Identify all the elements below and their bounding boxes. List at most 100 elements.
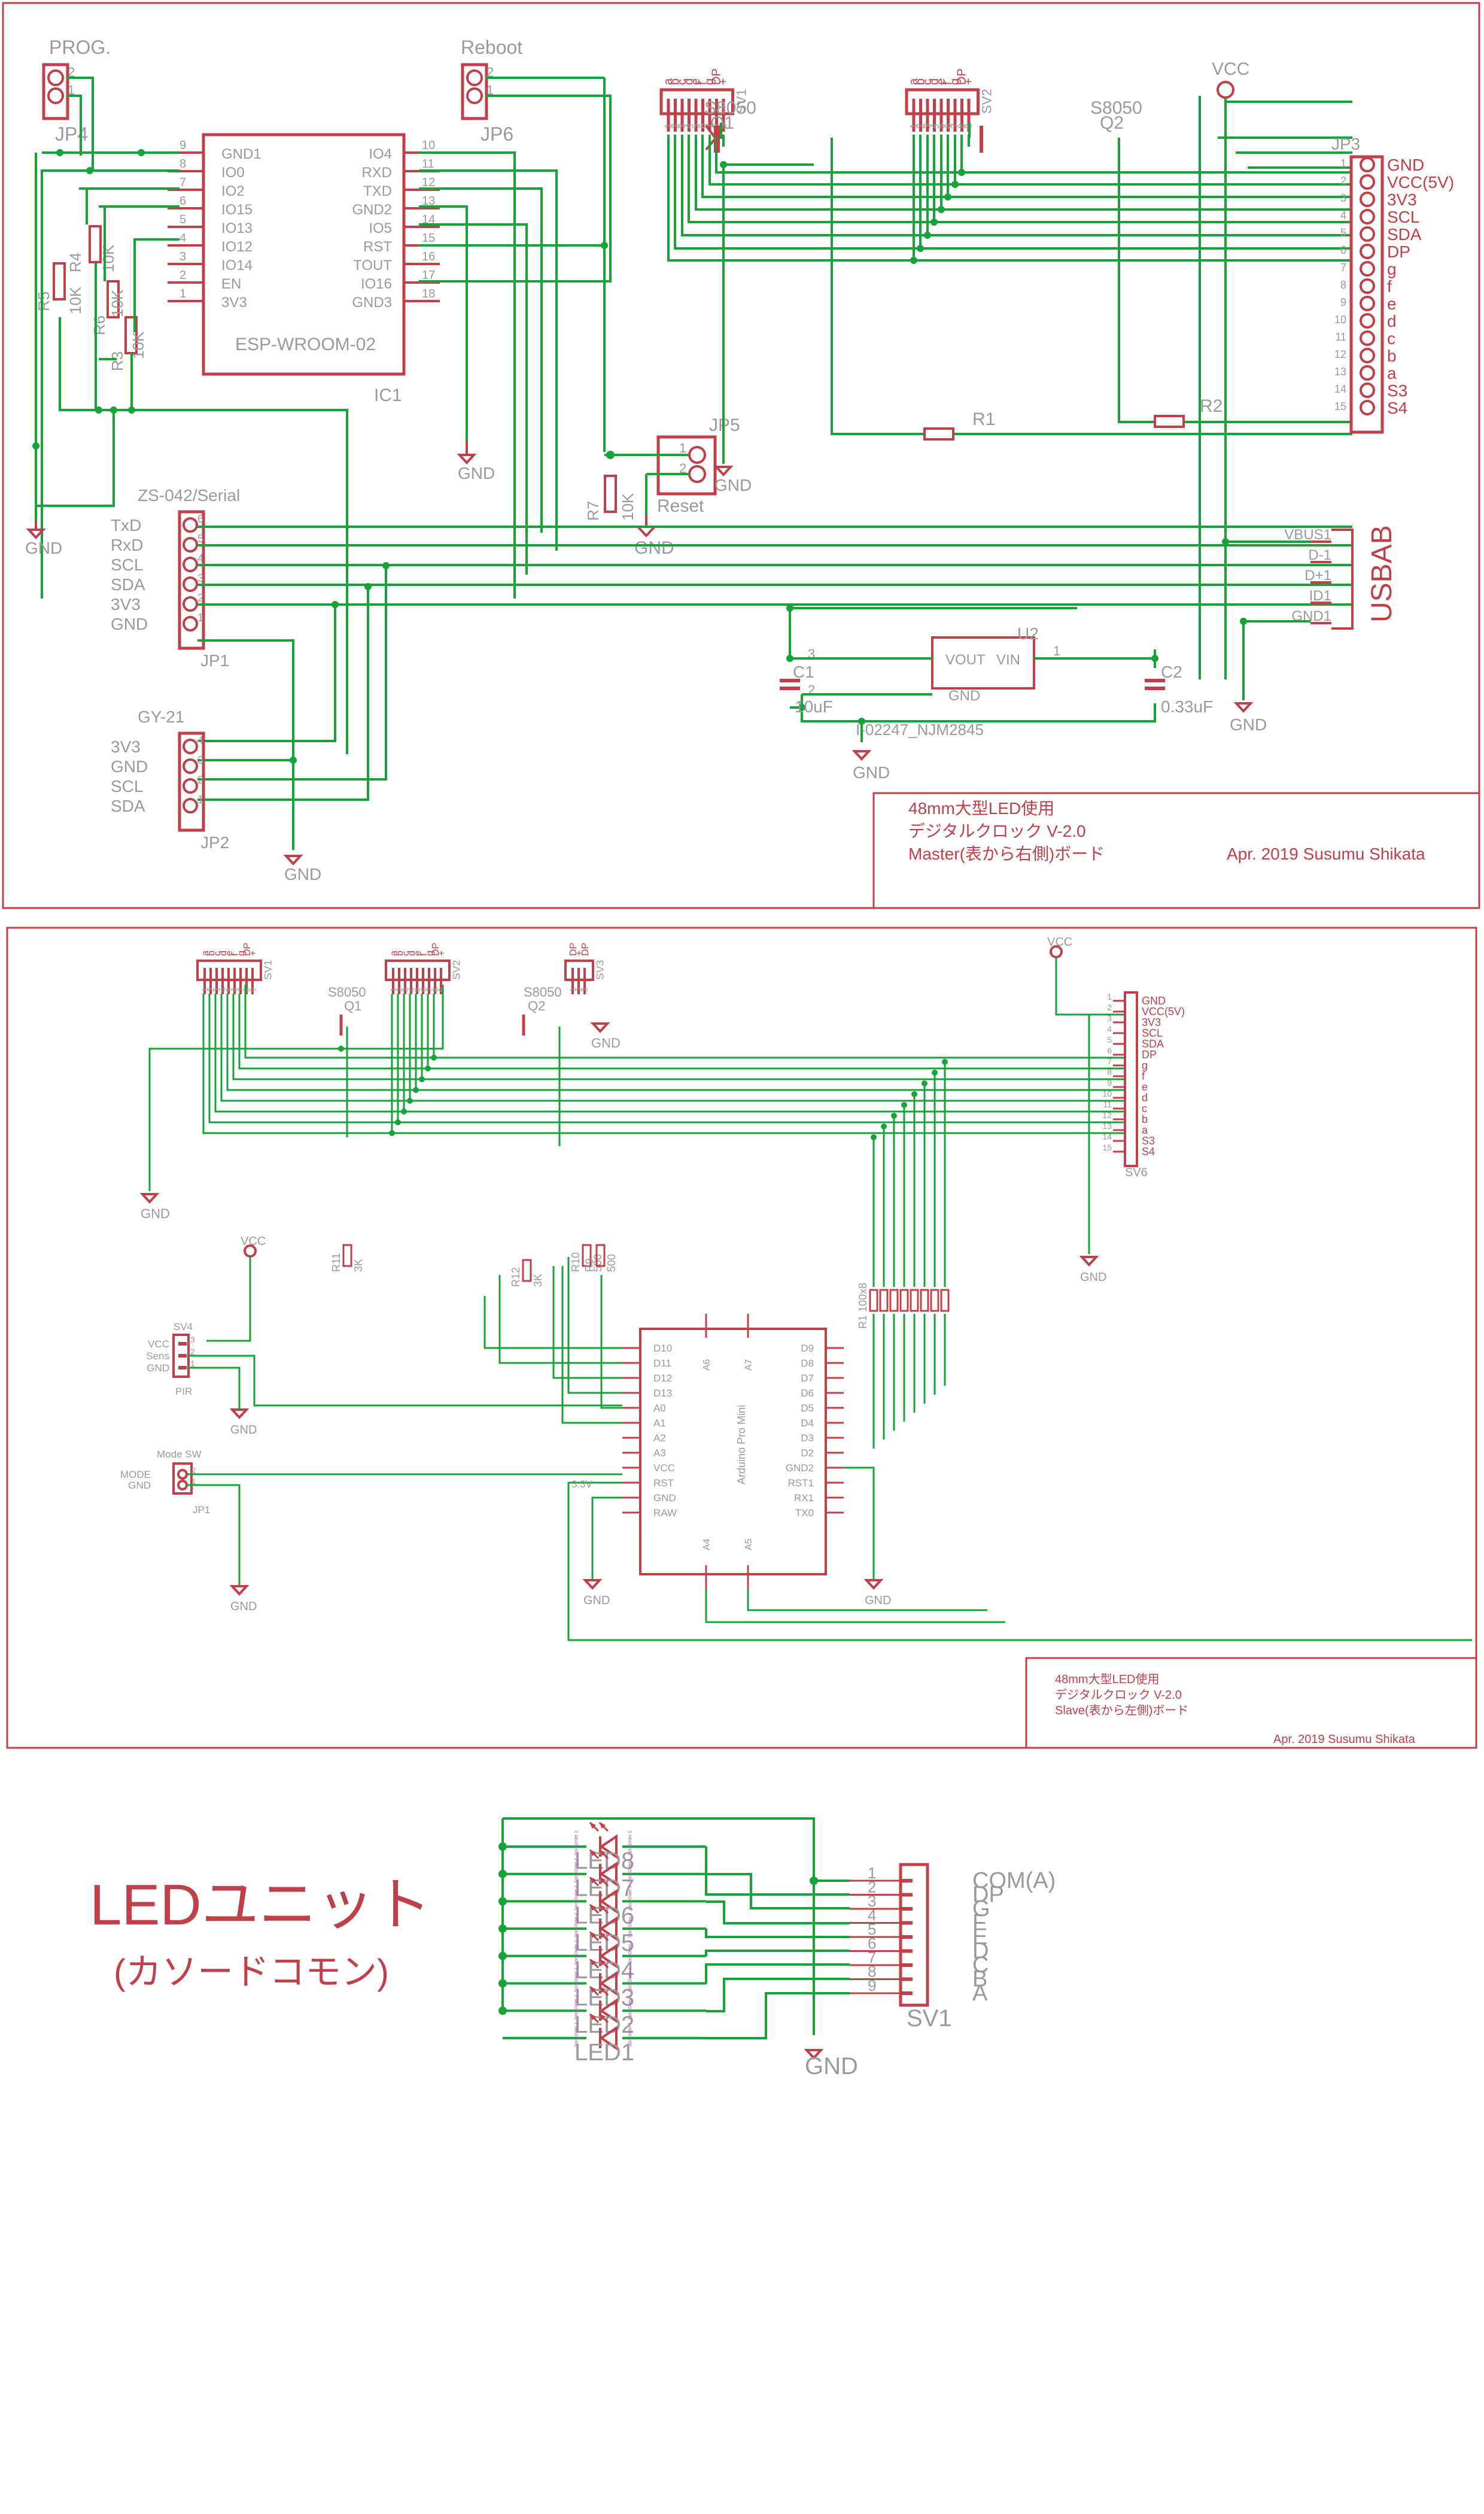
header-pin-number: 8 xyxy=(431,988,440,992)
rarray-resistor xyxy=(940,1289,950,1312)
sv6-pin-label: 3V3 xyxy=(1142,1016,1161,1028)
wire xyxy=(708,135,1352,186)
svg-text:1: 1 xyxy=(68,83,75,98)
rarray-resistor xyxy=(869,1289,878,1312)
led-label: LED1 xyxy=(574,2039,634,2066)
jp3-pin-number: 12 xyxy=(1334,348,1346,360)
ic1-pin-number: 15 xyxy=(422,232,435,245)
resistor-value: 3K xyxy=(532,1274,544,1287)
vcc-symbol xyxy=(1050,945,1063,958)
resistor xyxy=(582,1244,592,1267)
wire xyxy=(722,135,970,147)
segment-label: g xyxy=(703,78,716,85)
header-value: ZS-042/Serial xyxy=(138,486,240,505)
slave-frame xyxy=(6,927,1477,1749)
svg-text:Slave(表から左側)ボード: Slave(表から左側)ボード xyxy=(1055,1704,1188,1717)
junction xyxy=(338,1046,344,1052)
arrowhead xyxy=(589,2013,596,2020)
header-pin-number: 8 xyxy=(242,988,251,992)
arrowhead xyxy=(599,1986,606,1993)
ic1-pin-label: IO13 xyxy=(221,220,253,236)
header-pin-number: 2 xyxy=(574,988,583,992)
arrowhead xyxy=(599,1904,606,1911)
spice-order-1: SpiceOrder 1 xyxy=(628,1885,632,1910)
ic1-pin-label: 3V3 xyxy=(221,294,247,311)
wire xyxy=(148,985,444,1191)
v33-label: 3.3V xyxy=(571,1478,593,1490)
svg-text:R3: R3 xyxy=(108,351,126,371)
svg-text:0.33uF: 0.33uF xyxy=(1161,697,1213,716)
arduino-pin-label: RX1 xyxy=(794,1492,814,1504)
jp1-body xyxy=(172,1462,193,1495)
jp3-pin-label: a xyxy=(1387,364,1397,382)
usb-pin-label: VBUS1 xyxy=(1284,527,1331,543)
svg-text:1: 1 xyxy=(486,83,494,98)
gnd-label: GND xyxy=(583,1594,610,1607)
junction xyxy=(944,193,951,201)
arrowhead xyxy=(589,1931,596,1938)
wire xyxy=(214,994,1125,1113)
jp3-pad xyxy=(1360,174,1375,190)
gnd-label: GND xyxy=(284,865,321,883)
wire xyxy=(674,135,1352,250)
junction xyxy=(958,169,965,176)
jp4-value: PROG. xyxy=(49,37,111,58)
jp3-pin-label: g xyxy=(1387,260,1397,278)
sv6-pin-number: 7 xyxy=(1107,1056,1112,1066)
segment-label: a xyxy=(662,78,675,85)
jp3-pad xyxy=(1360,382,1375,398)
segment-label: a xyxy=(200,951,211,956)
gnd-symbol xyxy=(283,855,303,866)
sv6-pin-number: 11 xyxy=(1103,1100,1112,1109)
header-pin-number: 4 xyxy=(930,123,940,129)
jp3-pin-number: 10 xyxy=(1334,314,1346,326)
led-label: LED8 xyxy=(574,1848,634,1874)
sv4-pin-number: 1 xyxy=(190,1359,195,1368)
gnd-symbol xyxy=(863,1579,884,1590)
junction xyxy=(932,1070,938,1076)
svg-text:48mm大型LED使用: 48mm大型LED使用 xyxy=(908,799,1054,818)
sv1-pad xyxy=(902,1935,913,1939)
jp3-pin-number: 9 xyxy=(1340,296,1346,308)
segment-label: f xyxy=(697,81,710,85)
ic1-pin-label: IO14 xyxy=(221,257,253,274)
wire xyxy=(1118,138,1352,423)
header-pad xyxy=(183,798,198,813)
segment-label: e xyxy=(935,78,948,85)
slave-title-text: 48mm大型LED使用 デジタルクロック V-2.0 Slave(表から左側)ボ… xyxy=(1055,1672,1416,1746)
jp3-pin-label: d xyxy=(1387,312,1397,330)
header-pad xyxy=(183,739,198,754)
header-pin-number: 9 xyxy=(437,988,446,992)
ic1-pin-number: 18 xyxy=(422,287,435,300)
wire xyxy=(187,1473,622,1586)
junction xyxy=(431,1055,437,1061)
jp3-pad xyxy=(1360,365,1375,381)
resistor-name: R10 xyxy=(570,1252,582,1272)
header-pin-number: 3 xyxy=(677,123,688,129)
ic1-pin-number: 2 xyxy=(180,269,186,282)
svg-text:GND: GND xyxy=(458,464,495,482)
arrowhead xyxy=(589,1822,596,1829)
jp1-pad xyxy=(177,1480,188,1490)
sv4-pin-label: VCC xyxy=(148,1338,169,1350)
jp1-pin-label: GND xyxy=(128,1480,151,1491)
arduino-pin-label: RAW xyxy=(653,1507,677,1519)
junction xyxy=(290,757,297,764)
jp3-pin-label: S4 xyxy=(1387,399,1407,417)
sv6-pin-number: 3 xyxy=(1107,1013,1112,1023)
gnd-symbol xyxy=(229,1585,250,1596)
jp1-name: JP1 xyxy=(193,1504,210,1516)
header-pin-number: 5 xyxy=(413,988,422,992)
header-pin-number: 2 xyxy=(395,988,404,992)
ic1-pin-number: 11 xyxy=(422,157,434,171)
resistor xyxy=(342,1244,352,1267)
sv6-body xyxy=(1124,991,1138,1167)
junction xyxy=(924,232,931,239)
svg-text:C2: C2 xyxy=(1161,663,1182,681)
gnd-symbol xyxy=(229,1408,250,1419)
segment-label: DP xyxy=(580,943,591,956)
sv1-pin-number: 3 xyxy=(868,1892,876,1910)
wire xyxy=(695,135,1352,211)
